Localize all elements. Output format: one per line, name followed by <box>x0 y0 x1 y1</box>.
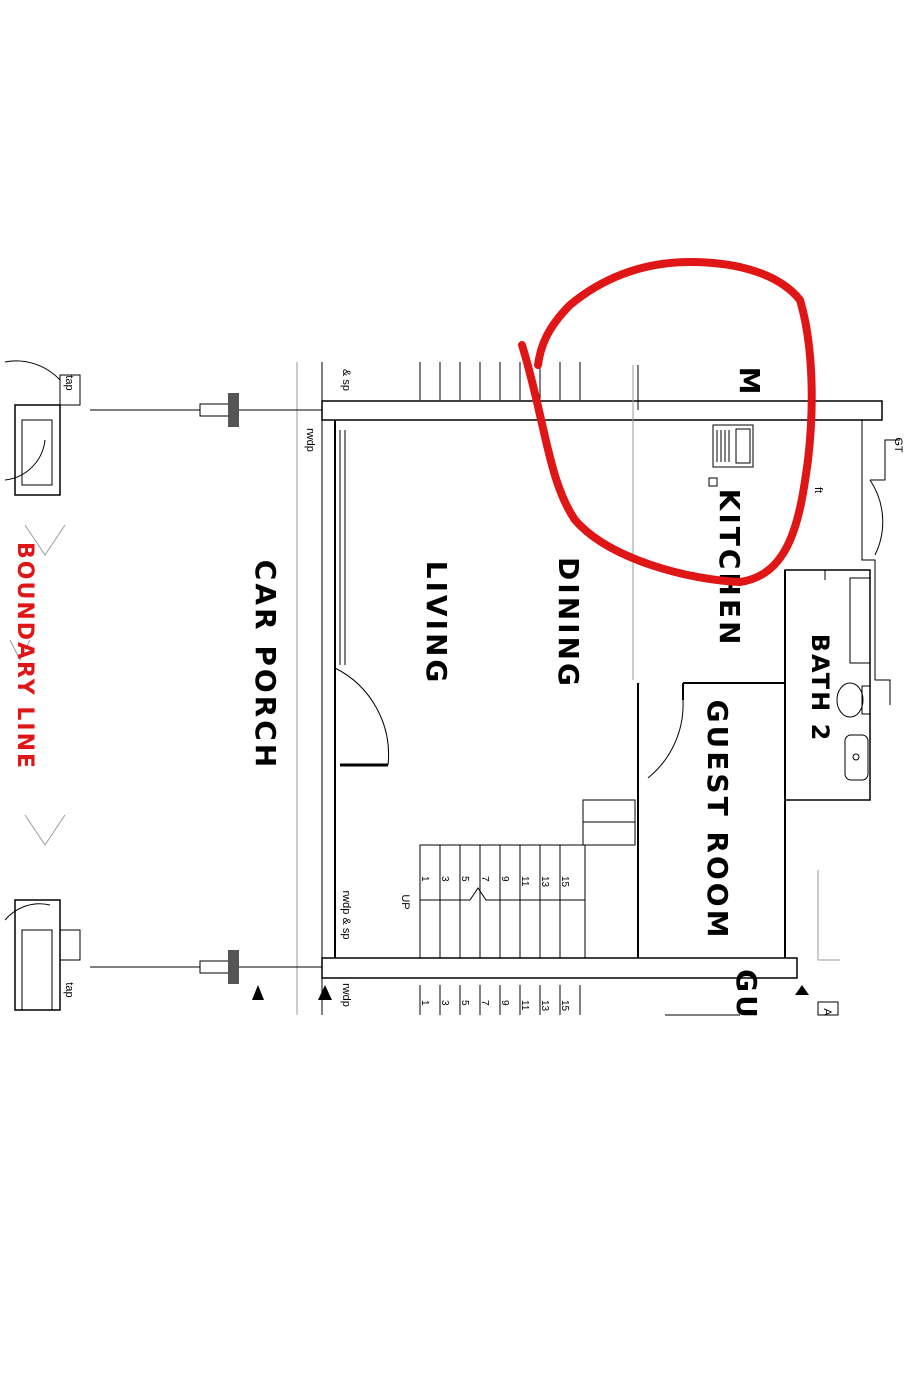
partial-room-label-top: M <box>733 367 766 398</box>
stair-number: 1 <box>419 876 430 882</box>
stair-number: 13 <box>539 876 550 888</box>
ft-note-kitchen: ft <box>812 487 824 493</box>
main-stair <box>419 844 586 959</box>
rear-outline <box>861 420 891 705</box>
stair-number: 5 <box>459 1000 470 1006</box>
rear-door-swing <box>869 479 884 556</box>
guest-room-label: GUEST ROOM <box>701 700 734 941</box>
bath-2-area <box>784 569 871 801</box>
stair-number: 15 <box>559 876 570 888</box>
partial-a-note: A <box>821 1008 833 1016</box>
living-label: LIVING <box>420 561 453 686</box>
stair-number: 7 <box>479 1000 490 1006</box>
gate-structure-top <box>4 360 81 496</box>
stair-number: 3 <box>439 876 450 882</box>
kitchen-label: KITCHEN <box>713 489 746 648</box>
toilet-icon <box>836 682 864 718</box>
up-note: UP <box>399 894 411 909</box>
boundary-zigzag-mid <box>9 639 31 662</box>
guest-room-door-swing <box>647 699 684 779</box>
bottom-party-wall <box>321 957 798 979</box>
stair-number: 9 <box>499 1000 510 1006</box>
rwdp-note-top: rwdp <box>304 428 316 452</box>
drawing-area <box>4 360 900 1016</box>
gt-note: GT <box>892 437 904 453</box>
gate-post-bottom <box>199 960 231 974</box>
rwdp-sp-note-bottom: rwdp & sp <box>340 891 352 940</box>
tap-note-top: tap <box>63 375 75 390</box>
bath-2-label: BATH 2 <box>806 634 834 743</box>
rwdp-arrow-icon <box>318 985 332 1000</box>
partial-a-box <box>817 1001 839 1016</box>
stair-number: 11 <box>519 876 530 887</box>
stair-number: 9 <box>499 876 510 882</box>
stair-bottom-fragment <box>419 985 581 1015</box>
car-porch-label: CAR PORCH <box>249 560 282 770</box>
boundary-zigzag-top <box>24 524 66 556</box>
gu-arrow-icon <box>795 985 809 995</box>
rear-door-frame <box>870 439 900 481</box>
stair-number: 3 <box>439 1000 450 1006</box>
gate-pillar-bottom <box>228 950 239 984</box>
rear-outline-lower <box>817 870 840 961</box>
top-party-wall <box>321 400 883 421</box>
red-markup-circle <box>518 258 816 586</box>
wash-basin-icon <box>844 734 869 781</box>
living-door <box>334 667 390 767</box>
boundary-line-label: BOUNDARY LINE <box>12 542 37 770</box>
partial-room-label-bottom: GU <box>730 969 763 1021</box>
stair-numbers-bottom: 1 3 5 7 9 11 13 15 <box>419 1000 570 1012</box>
gate-post-top <box>199 403 231 417</box>
dining-label: DINING <box>552 557 585 689</box>
porch-arrow-icon <box>252 985 264 1000</box>
stair-number: 13 <box>539 1000 550 1012</box>
gate-structure-bottom <box>4 899 81 1011</box>
stair-number: 1 <box>419 1000 430 1006</box>
stair-numbers-middle: 1 3 5 7 9 11 13 15 <box>419 876 570 888</box>
gate-pillar-top <box>228 393 239 427</box>
stair-number: 7 <box>479 876 490 882</box>
stair-top-fragment <box>419 362 581 400</box>
kitchen-sink-icon <box>708 424 754 487</box>
stair-number: 11 <box>519 1000 530 1011</box>
rwdp-note-bottom: rwdp <box>340 983 352 1007</box>
stair-number: 15 <box>559 1000 570 1012</box>
boundary-zigzag-bottom <box>24 814 66 846</box>
sp-note-top: & sp <box>340 369 352 391</box>
tap-note-bottom: tap <box>63 982 75 997</box>
stair-number: 5 <box>459 876 470 882</box>
